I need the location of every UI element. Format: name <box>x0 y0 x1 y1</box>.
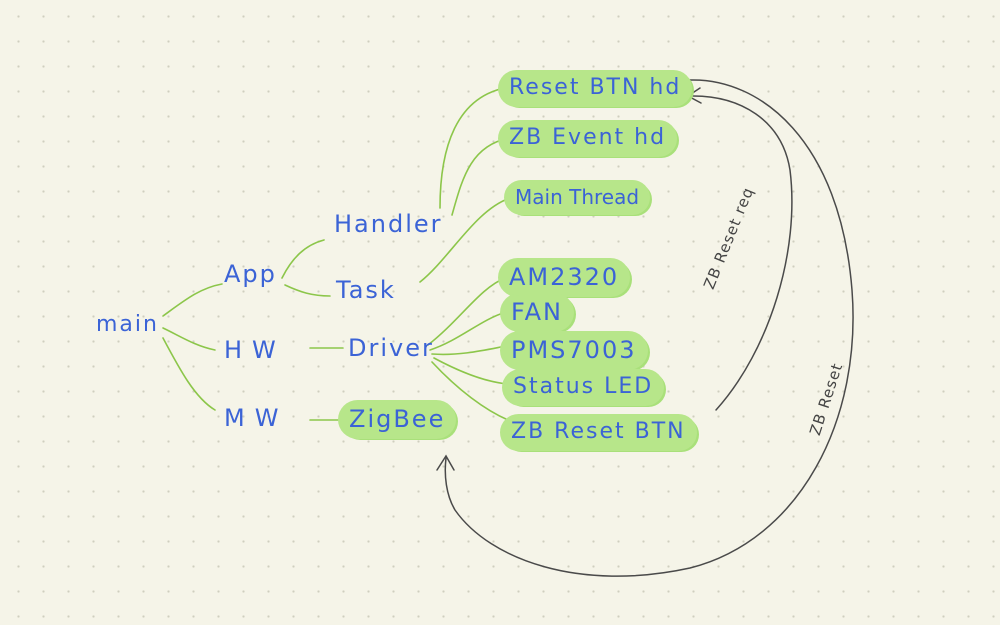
node-fan: FAN <box>502 295 572 330</box>
node-hw: HW <box>224 336 286 364</box>
node-zigbee: ZigBee <box>340 402 455 437</box>
node-app: App <box>224 260 277 288</box>
edge-driver-zbresetbtn <box>431 361 509 421</box>
node-zb-event-hd: ZB Event hd <box>500 122 676 155</box>
node-status-led: Status LED <box>504 371 663 404</box>
node-task: Task <box>336 276 396 304</box>
node-am2320: AM2320 <box>500 260 629 295</box>
edge-task-mainthread <box>419 197 511 283</box>
arrow-zb-reset <box>444 79 854 577</box>
edge-app-task <box>284 284 331 297</box>
node-zb-reset-btn: ZB Reset BTN <box>502 416 695 449</box>
edge-driver-am2320 <box>427 277 506 346</box>
edge-driver-fan <box>429 311 507 351</box>
node-handler: Handler <box>334 210 443 238</box>
edge-main-hw <box>162 327 216 351</box>
edge-handler-resetbtnhd <box>439 86 511 209</box>
node-pms7003: PMS7003 <box>502 333 646 368</box>
edge-main-app <box>162 283 223 317</box>
edge-driver-pms7003 <box>431 345 507 356</box>
arrowhead-zigbee <box>436 454 455 471</box>
node-driver: Driver <box>348 334 434 362</box>
node-main: main <box>96 312 159 337</box>
edge-handler-zbeventhd <box>451 137 511 216</box>
edge-main-mw <box>162 337 216 411</box>
node-reset-btn-hd: Reset BTN hd <box>500 72 691 105</box>
node-mw: MW <box>224 404 289 432</box>
node-main-thread: Main Thread <box>506 182 649 213</box>
arrow-zb-reset-req <box>689 95 793 411</box>
edge-app-handler <box>281 239 325 279</box>
edge-driver-statusled <box>433 357 509 385</box>
